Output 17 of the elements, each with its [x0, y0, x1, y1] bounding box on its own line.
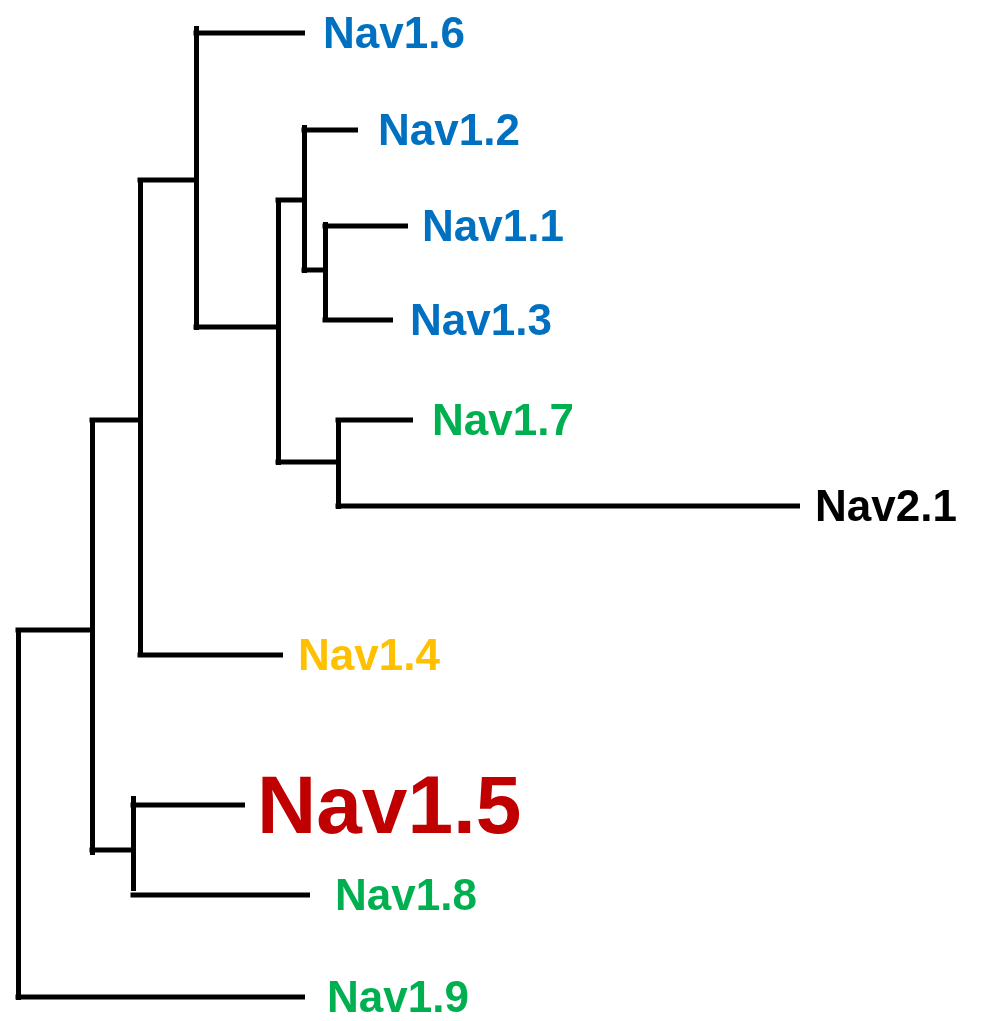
tree-branch-bar	[322, 221, 328, 320]
channel-label: Nav1.2	[378, 108, 520, 152]
channel-label: Nav1.1	[422, 204, 564, 248]
tree-branch	[322, 317, 393, 323]
tree-branch	[137, 652, 283, 658]
tree-branch-bar	[193, 25, 199, 330]
channel-label: Nav1.6	[323, 11, 465, 55]
channel-label: Nav1.4	[298, 633, 440, 677]
channel-label: Nav1.8	[335, 873, 477, 917]
channel-label: Nav1.7	[432, 398, 574, 442]
channel-label: Nav1.5	[257, 764, 522, 846]
channel-label: Nav1.3	[410, 298, 552, 342]
channel-label: Nav2.1	[815, 484, 957, 528]
tree-branch	[130, 892, 310, 898]
channel-label: Nav1.9	[327, 975, 469, 1019]
tree-branch-bar	[301, 124, 307, 273]
tree-branch-bar	[130, 795, 136, 891]
